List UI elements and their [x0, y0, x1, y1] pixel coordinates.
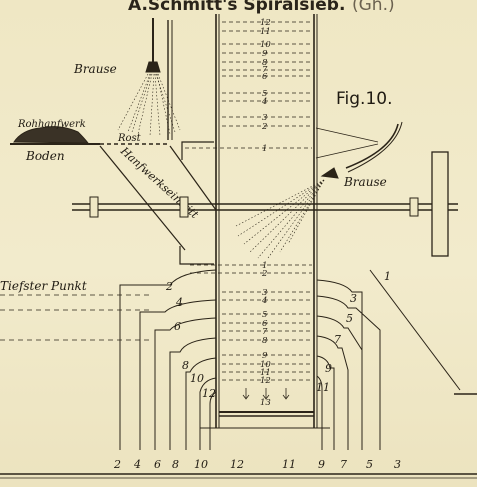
- brause-pipe-right-2: [347, 121, 403, 173]
- level-number: 3: [262, 288, 267, 298]
- upper-level-lines: [185, 21, 312, 381]
- level-number: 7: [262, 327, 268, 337]
- level-number: 4: [261, 296, 267, 306]
- level-number: 9: [262, 49, 268, 59]
- level-number: 3: [262, 113, 267, 123]
- brause-nozzle-right: [320, 167, 339, 179]
- label-rohhanfwerk: Rohhanfwerk: [17, 119, 86, 130]
- outlet-number: 10: [190, 372, 204, 385]
- label-brause-right: Brause: [343, 175, 387, 189]
- bottom-number: 8: [172, 458, 179, 471]
- title-main: A.Schmitt's Spiralsieb.: [128, 0, 345, 15]
- level-number: 6: [262, 72, 268, 82]
- outlet-number: 1: [384, 270, 391, 283]
- flow-arrows: [242, 388, 290, 400]
- right-slope: [369, 269, 461, 391]
- bottom-number: 2: [113, 458, 121, 471]
- outlet-number: 7: [334, 333, 341, 346]
- lower-inlet-bracket: [179, 246, 214, 265]
- outlet-pipes-right: [316, 279, 381, 450]
- level-number: 6: [262, 319, 268, 329]
- level-number: 10: [260, 360, 271, 370]
- level-number: 1: [262, 144, 267, 154]
- brause-hood-top: [315, 127, 379, 143]
- level-number: 12: [260, 18, 271, 28]
- rohhanfwerk-heap: [13, 126, 90, 144]
- bottom-number: 9: [318, 458, 325, 471]
- outlet-pipes-left: [119, 269, 217, 450]
- outlet-number: 11: [316, 381, 330, 394]
- outlet-number: 6: [174, 320, 181, 333]
- outlet-number: 9: [325, 362, 332, 375]
- level-number: 12: [260, 376, 271, 386]
- level-number: 8: [262, 58, 268, 68]
- bottom-number: 7: [340, 458, 347, 471]
- outlet-number: 2: [165, 280, 173, 293]
- brause-hood-bottom: [315, 143, 379, 159]
- bottom-number: 3: [394, 458, 401, 471]
- shaft-bearing-mid: [179, 196, 189, 218]
- inlet-bracket: [181, 141, 214, 160]
- label-boden: Boden: [25, 149, 65, 163]
- outlet-number: 5: [346, 312, 353, 325]
- bottom-number: 10: [194, 458, 208, 471]
- bottom-number: 11: [282, 458, 296, 471]
- level-number: 7: [262, 65, 268, 75]
- shaft-bearing-right: [409, 197, 419, 217]
- label-brause-top: Brause: [73, 62, 117, 76]
- title-suffix: (Gh.): [352, 0, 395, 15]
- bottom-number: 12: [230, 458, 244, 471]
- level-number: 2: [261, 122, 267, 132]
- figure-label: Fig.10.: [336, 89, 393, 109]
- outlet-number: 12: [202, 387, 216, 400]
- brause-nozzle-top: [145, 61, 161, 73]
- brause-spray-top: [117, 73, 181, 137]
- level-number: 11: [260, 27, 271, 37]
- pulley: [431, 151, 449, 257]
- outlet-number: 8: [182, 359, 189, 372]
- brause-pipe-right: [345, 123, 399, 169]
- bottom-number: 4: [133, 458, 141, 471]
- level-number: 13: [260, 398, 271, 408]
- level-number: 1: [262, 261, 267, 271]
- label-rost: Rost: [117, 133, 142, 144]
- outlet-number: 3: [350, 292, 357, 305]
- level-number: 5: [262, 89, 267, 99]
- brause-spray-right: [235, 179, 325, 259]
- level-number: 5: [262, 310, 267, 320]
- level-number: 4: [261, 97, 267, 107]
- outlet-number: 4: [175, 296, 183, 309]
- level-number: 10: [260, 40, 271, 50]
- chute-lower: [169, 145, 217, 211]
- level-number: 2: [261, 269, 267, 279]
- chute-upper: [99, 145, 186, 251]
- level-number: 9: [262, 351, 268, 361]
- level-number: 11: [260, 368, 271, 378]
- shaft-bearing-left: [89, 196, 99, 218]
- level-number: 8: [262, 336, 268, 346]
- label-tiefster-punkt: Tiefster Punkt: [0, 279, 87, 293]
- bottom-number: 6: [154, 458, 161, 471]
- bottom-number: 5: [366, 458, 373, 471]
